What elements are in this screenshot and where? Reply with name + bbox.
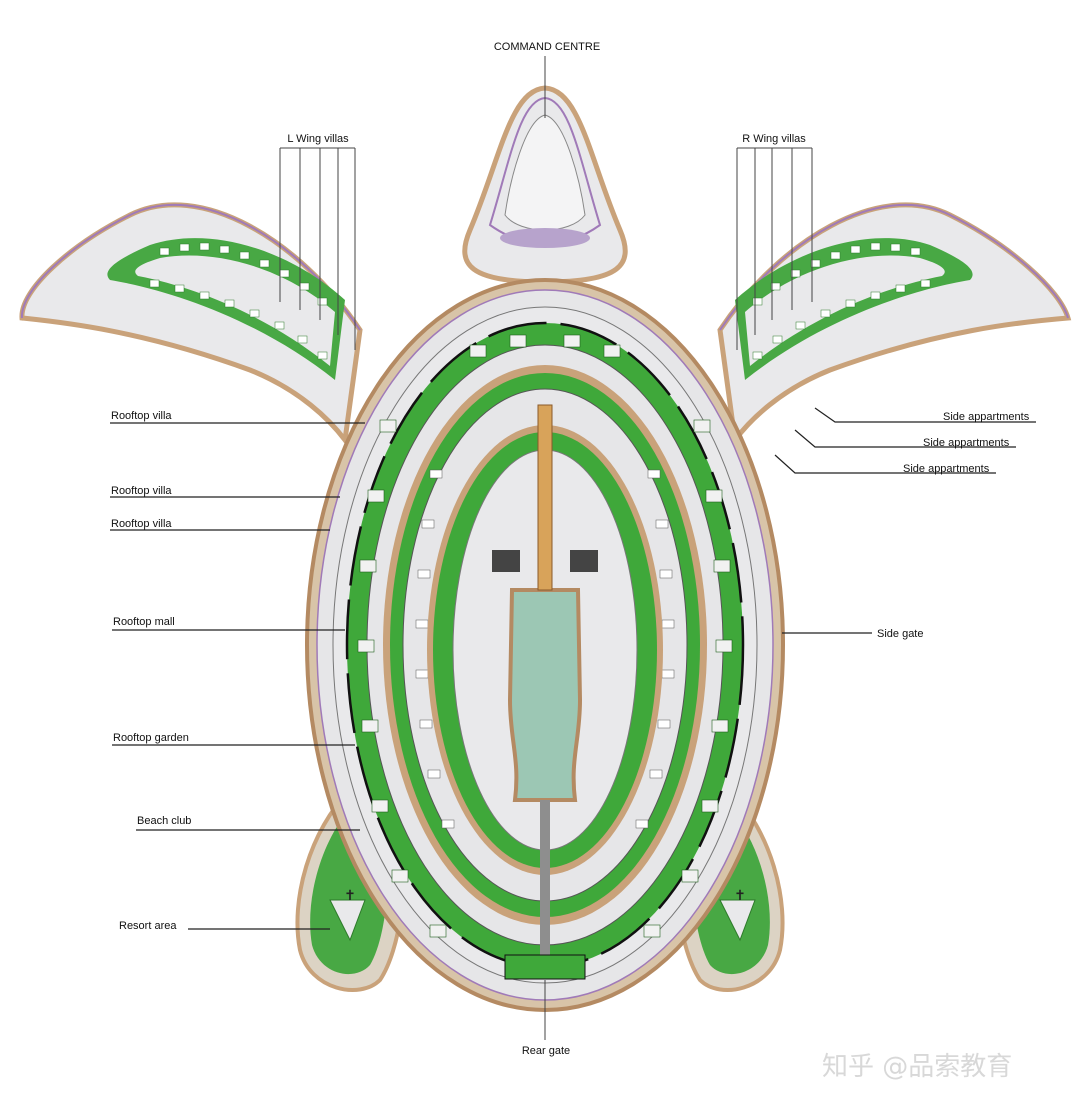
label-beach-club: Beach club — [137, 815, 191, 827]
label-rooftop-villa-2: Rooftop villa — [111, 485, 172, 497]
label-side-appartments-1: Side appartments — [943, 411, 1030, 423]
label-resort-area: Resort area — [119, 920, 177, 932]
label-l-wing-villas: L Wing villas — [287, 133, 349, 145]
watermark: 知乎 @品索教育 — [822, 1052, 1012, 1082]
label-command-centre: COMMAND CENTRE — [494, 41, 600, 53]
label-side-appartments-2: Side appartments — [923, 437, 1010, 449]
svg-text:✝: ✝ — [344, 887, 356, 903]
label-rear-gate: Rear gate — [522, 1045, 570, 1057]
label-rooftop-villa-3: Rooftop villa — [111, 518, 172, 530]
label-rooftop-villa-1: Rooftop villa — [111, 410, 172, 422]
command-centre-head — [462, 85, 628, 285]
right-wing — [717, 202, 1072, 447]
label-side-gate: Side gate — [877, 628, 923, 640]
svg-text:✝: ✝ — [734, 887, 746, 903]
label-side-appartments-3: Side appartments — [903, 463, 990, 475]
left-wing — [19, 202, 363, 447]
label-r-wing-villas: R Wing villas — [742, 133, 806, 145]
shell — [305, 278, 785, 1012]
label-rooftop-mall: Rooftop mall — [113, 616, 175, 628]
leader-lines — [110, 56, 1036, 1040]
label-rooftop-garden: Rooftop garden — [113, 732, 189, 744]
